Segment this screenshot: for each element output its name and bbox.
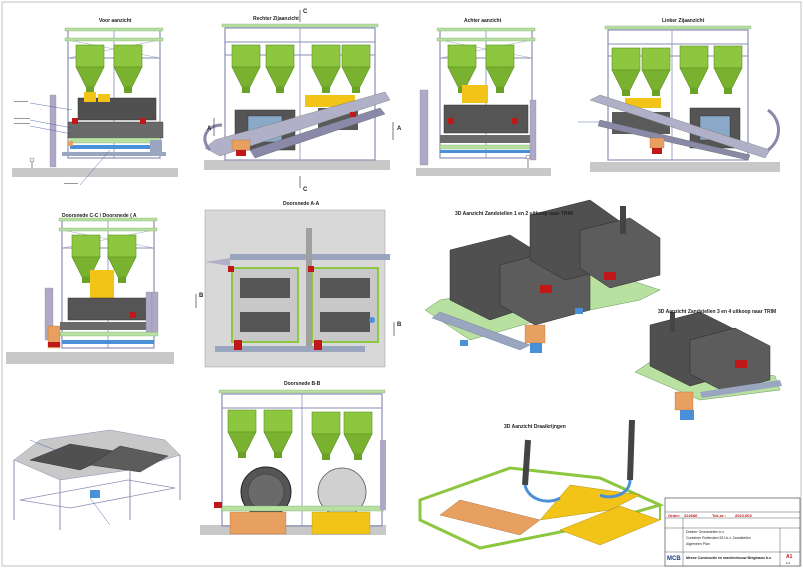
section-marker-c-bottom: C xyxy=(303,187,308,193)
company-logo: MCB xyxy=(667,556,681,562)
right-view-title: Rechter Zijaanzicht xyxy=(253,16,299,22)
iso-frame-title: 3D Aanzicht Draaikrijngen xyxy=(504,424,566,430)
iso-top-title: 3D Aanzicht Zandstellen 1 en 2 uitkoop n… xyxy=(455,211,574,217)
front-view xyxy=(12,27,178,186)
sheet-number: 1/1 xyxy=(786,561,791,565)
section-marker-a-left: A xyxy=(207,126,212,132)
section-bb-title: Doorsnede B-B xyxy=(284,381,321,387)
section-aa-title: Doorsnede A-A xyxy=(283,201,320,207)
section-cc-title: Doorsnede C-C / Doorsnede ( A xyxy=(62,213,137,219)
section-aa-view xyxy=(195,209,395,368)
company-name: Meese Constructie en machinebouw Bergbau… xyxy=(686,556,772,560)
iso-mid-title: 3D Aanzicht Zandstellen 3 en 4 uitkoop n… xyxy=(658,309,777,315)
project-line-1: Dobber Grondstellen b.v. xyxy=(686,530,725,534)
title-block-frame xyxy=(664,497,801,567)
section-marker-a-right: A xyxy=(397,126,402,132)
iso-view-top xyxy=(424,199,661,353)
rear-view xyxy=(416,27,551,176)
iso-view-frame-center xyxy=(418,419,665,550)
iso-view-mid xyxy=(634,311,782,420)
project-line-2: Container Rotterdam 53 t.b.v. Zandstelle… xyxy=(686,536,751,540)
section-marker-b-left: B xyxy=(199,293,204,299)
tekno-label: Tek.nr.: xyxy=(712,513,726,518)
rear-view-title: Achter aanzicht xyxy=(464,18,502,24)
project-line-3: Algemeen Plan xyxy=(686,542,710,546)
sheet-size: A1 xyxy=(786,554,793,560)
right-side-view xyxy=(203,10,394,188)
left-view-title: Linker Zijaanzicht xyxy=(662,18,705,24)
section-cc-view xyxy=(6,217,174,364)
section-bb-view xyxy=(200,389,386,535)
left-side-view xyxy=(578,25,780,172)
section-marker-b-right: B xyxy=(397,322,402,328)
order-value: 222686 xyxy=(684,513,698,518)
iso-view-frame-left xyxy=(13,429,181,530)
section-marker-c-top: C xyxy=(303,9,308,15)
order-label: Order: xyxy=(668,513,681,518)
front-view-title: Voor aanzicht xyxy=(99,18,132,24)
tekno-value: 2010.003 xyxy=(735,513,752,518)
